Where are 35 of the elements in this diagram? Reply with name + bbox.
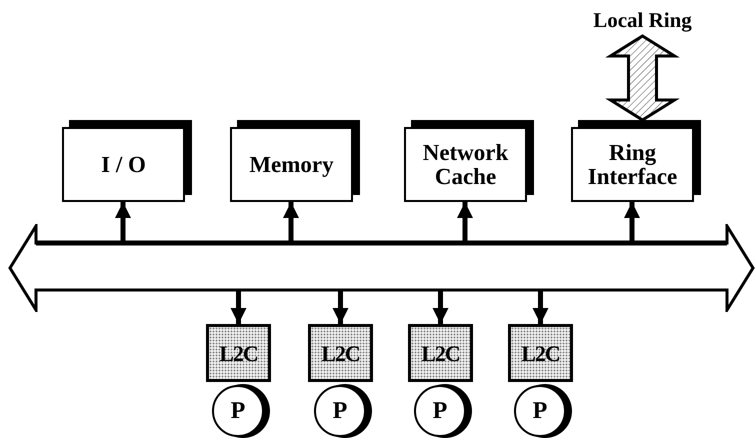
arrow: [115, 202, 131, 243]
process-box: [404, 120, 534, 202]
processor-circle: [514, 384, 572, 438]
bus-arrow: [8, 224, 755, 312]
box-label: P: [230, 397, 246, 426]
box-label: Memory: [249, 152, 334, 176]
process-box: [230, 120, 360, 202]
box-label: Local Ring: [593, 7, 692, 34]
arrow: [230, 290, 246, 324]
processor-circle: [314, 384, 372, 438]
box-label: L2C: [521, 340, 560, 368]
arrow: [624, 202, 640, 243]
box-label: P: [332, 397, 348, 426]
arrow: [532, 290, 548, 324]
arrow: [457, 202, 473, 243]
box-label: I / O: [101, 152, 146, 176]
box-label: P: [432, 397, 448, 426]
cache-box: [206, 324, 271, 382]
arrow: [432, 290, 448, 324]
box-label: L2C: [321, 340, 360, 368]
process-box: [62, 120, 192, 202]
arrow: [283, 202, 299, 243]
box-label: Ring Interface: [586, 140, 678, 188]
box-label: P: [532, 397, 548, 426]
box-label: L2C: [219, 340, 258, 368]
process-box: [571, 120, 701, 202]
processor-circle: [212, 384, 270, 438]
box-label: Network Cache: [422, 140, 510, 188]
cache-box: [308, 324, 373, 382]
double-arrow: [605, 34, 680, 122]
box-label: L2C: [421, 340, 460, 368]
processor-circle: [414, 384, 472, 438]
arrow: [332, 290, 348, 324]
cache-box: [408, 324, 473, 382]
cache-box: [508, 324, 573, 382]
